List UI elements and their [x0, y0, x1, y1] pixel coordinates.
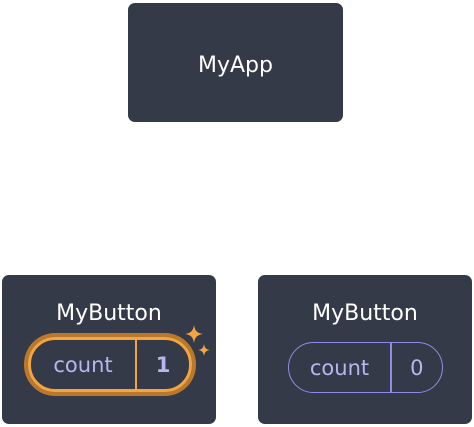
myapp-node: MyApp	[128, 3, 343, 122]
myapp-node-title: MyApp	[198, 53, 273, 78]
sparkle-icon	[185, 325, 210, 356]
mybutton-node-1-title: MyButton	[56, 301, 162, 326]
state-value: 0	[410, 355, 424, 380]
count-state-pill-highlighted: count 1	[28, 337, 192, 392]
mybutton-node-2-title: MyButton	[312, 301, 418, 326]
mybutton-node-1: MyButton count 1	[2, 275, 216, 424]
count-state-pill: count 0	[288, 342, 443, 393]
state-divider	[135, 340, 137, 389]
state-label: count	[309, 355, 370, 380]
state-label: count	[53, 352, 113, 377]
state-divider	[390, 343, 392, 392]
mybutton-node-2: MyButton count 0	[258, 275, 472, 424]
state-value: 1	[155, 352, 171, 377]
